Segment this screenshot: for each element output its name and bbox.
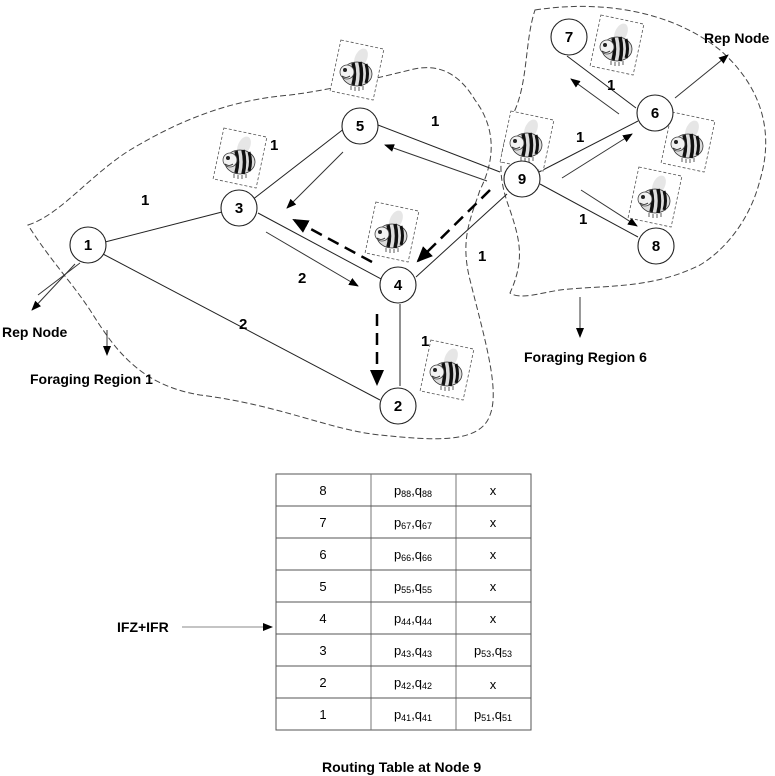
forward-ant-arrows: [37, 78, 638, 296]
svg-text:3: 3: [235, 200, 243, 217]
svg-text:8: 8: [652, 238, 660, 255]
edge-weights: 1 2 2 1 1 1 1 1 1 1: [141, 77, 615, 350]
node-3[interactable]: 3: [220, 189, 258, 227]
graph-edges: [102, 55, 639, 401]
node-5[interactable]: 5: [341, 107, 379, 145]
svg-text:x: x: [490, 611, 497, 626]
rep-node-label-right: Rep Node: [704, 30, 770, 46]
svg-text:1: 1: [270, 137, 278, 154]
svg-text:1: 1: [478, 248, 486, 265]
svg-text:x: x: [490, 677, 497, 692]
svg-text:x: x: [490, 547, 497, 562]
foraging-region-1-label: Foraging Region 1: [30, 371, 153, 387]
svg-text:6: 6: [651, 105, 659, 122]
node-6[interactable]: 6: [636, 94, 674, 132]
routing-table-caption: Routing Table at Node 9: [322, 759, 481, 775]
svg-text:1: 1: [141, 192, 149, 209]
svg-text:2: 2: [394, 398, 402, 415]
svg-text:4: 4: [394, 277, 403, 294]
node-9[interactable]: 9: [503, 160, 541, 198]
svg-text:1: 1: [319, 707, 326, 722]
node-2[interactable]: 2: [379, 387, 417, 425]
svg-text:2: 2: [239, 316, 247, 333]
backward-ant-arrows: [292, 189, 491, 386]
foraging-region-1-boundary: [27, 67, 494, 440]
foraging-region-6-label: Foraging Region 6: [524, 349, 647, 365]
rep-node-label-left: Rep Node: [2, 324, 68, 340]
routing-table: 8 p88,q88 x 7 p67,q67 x 6 p66,q66 x 5 p5…: [275, 473, 532, 731]
node-1[interactable]: 1: [69, 226, 107, 264]
ifz-ifr-label: IFZ+IFR: [117, 619, 169, 635]
rep-node-arrow-right: [674, 54, 729, 99]
svg-text:1: 1: [576, 129, 584, 146]
svg-text:x: x: [490, 579, 497, 594]
foraging-region-6-boundary: [500, 5, 767, 297]
svg-text:2: 2: [319, 675, 326, 690]
svg-text:1: 1: [579, 211, 587, 228]
svg-text:2: 2: [298, 270, 306, 287]
svg-text:7: 7: [565, 29, 573, 46]
node-4[interactable]: 4: [379, 266, 417, 304]
bee-icons: [211, 13, 717, 402]
svg-text:1: 1: [607, 77, 615, 94]
node-7[interactable]: 7: [550, 18, 588, 56]
svg-text:1: 1: [84, 237, 92, 254]
svg-text:5: 5: [356, 118, 364, 135]
svg-text:9: 9: [518, 171, 526, 188]
svg-text:1: 1: [421, 333, 429, 350]
svg-text:4: 4: [319, 611, 326, 626]
svg-text:1: 1: [431, 113, 439, 130]
svg-text:6: 6: [319, 547, 326, 562]
node-8[interactable]: 8: [637, 227, 675, 265]
svg-text:7: 7: [319, 515, 326, 530]
rep-node-arrow-left: [31, 263, 76, 311]
svg-text:5: 5: [319, 579, 326, 594]
svg-text:3: 3: [319, 643, 326, 658]
svg-text:x: x: [490, 483, 497, 498]
svg-text:8: 8: [319, 483, 326, 498]
svg-text:x: x: [490, 515, 497, 530]
